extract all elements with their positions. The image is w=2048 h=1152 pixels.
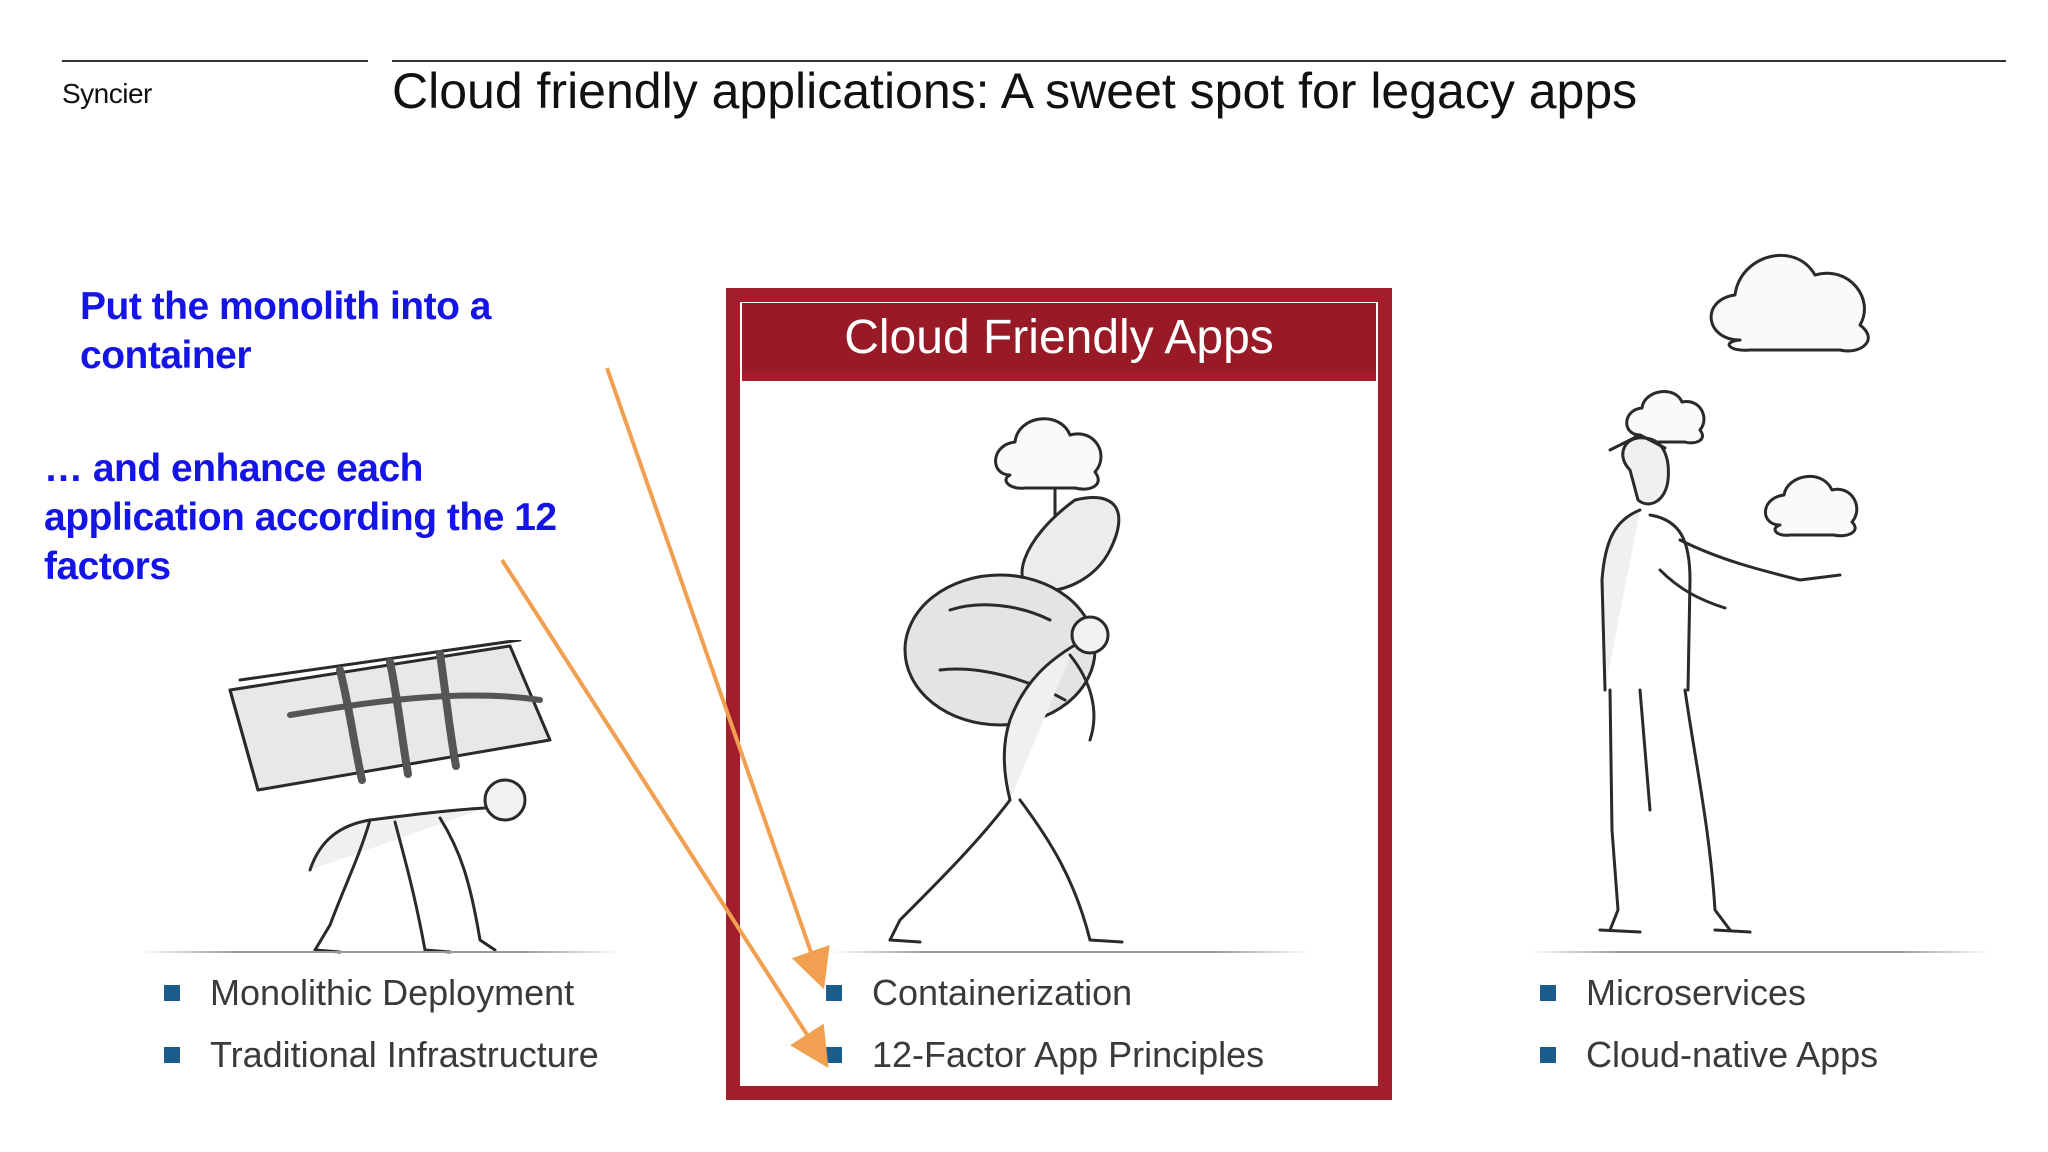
slide-title: Cloud friendly applications: A sweet spo… (392, 63, 1638, 119)
person-carrying-pack-with-cloud-icon (888, 417, 1124, 944)
list-item: Microservices (1540, 962, 1878, 1024)
annotation-twelve-factors: … and enhance each application according… (44, 447, 557, 588)
right-bullet-list: Microservices Cloud-native Apps (1540, 962, 1878, 1086)
bullet-square-icon (826, 1047, 842, 1063)
highlight-box-title: Cloud Friendly Apps (742, 303, 1376, 381)
center-bullet-list: Containerization 12-Factor App Principle… (826, 962, 1264, 1086)
person-carrying-monolith-icon (228, 640, 552, 954)
list-item: 12-Factor App Principles (826, 1024, 1264, 1086)
brand-logo-text: Syncier (62, 78, 152, 109)
list-item: Cloud-native Apps (1540, 1024, 1878, 1086)
list-item: Monolithic Deployment (164, 962, 599, 1024)
ground-line-right (1530, 951, 1990, 953)
list-item: Traditional Infrastructure (164, 1024, 599, 1086)
annotation-containerize: Put the monolith into a container (80, 285, 491, 377)
bullet-square-icon (1540, 1047, 1556, 1063)
person-juggling-clouds-icon (1598, 253, 1870, 934)
ground-line-left (140, 951, 620, 953)
bullet-square-icon (164, 1047, 180, 1063)
header-rule-left (62, 60, 368, 62)
ground-line-center (830, 951, 1310, 953)
bullet-square-icon (1540, 985, 1556, 1001)
header-rule-right (392, 60, 2006, 62)
list-item: Containerization (826, 962, 1264, 1024)
bullet-square-icon (164, 985, 180, 1001)
left-bullet-list: Monolithic Deployment Traditional Infras… (164, 962, 599, 1086)
bullet-square-icon (826, 985, 842, 1001)
